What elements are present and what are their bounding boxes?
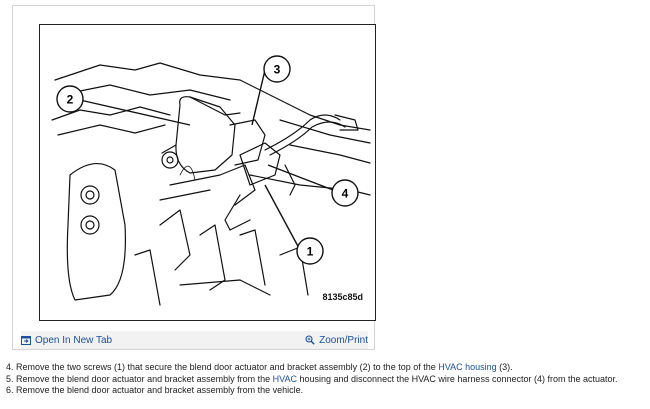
callout-4: 4 (331, 179, 359, 207)
figure-card: 3 2 4 1 8135c85d Open In New Tab (12, 5, 376, 350)
hvac-housing-link[interactable]: HVAC housing (438, 362, 497, 372)
step-4-text-end: (3). (496, 362, 513, 372)
step-6: 6. Remove the blend door actuator and br… (6, 385, 646, 397)
service-illustration: 3 2 4 1 8135c85d (39, 24, 376, 321)
step-4: 4. Remove the two screws (1) that secure… (6, 362, 646, 374)
figure-toolbar: Open In New Tab Zoom/Print (21, 331, 368, 349)
svg-text:2: 2 (67, 93, 74, 107)
open-new-tab-label: Open In New Tab (35, 334, 113, 346)
open-new-tab-link[interactable]: Open In New Tab (21, 335, 112, 346)
step-4-text: 4. Remove the two screws (1) that secure… (6, 362, 439, 372)
callout-3: 3 (263, 55, 291, 83)
open-new-tab-icon (21, 336, 31, 345)
zoom-print-link[interactable]: Zoom/Print (305, 335, 368, 346)
step-6-text: 6. Remove the blend door actuator and br… (6, 385, 304, 396)
step-5: 5. Remove the blend door actuator and br… (6, 374, 646, 386)
svg-text:1: 1 (307, 245, 314, 259)
step-5-text-end: housing and disconnect the HVAC wire har… (297, 373, 618, 384)
callout-1: 1 (296, 237, 324, 265)
hvac-link[interactable]: HVAC (272, 373, 297, 384)
blend-door-actuator-drawing: 3 2 4 1 (51, 55, 371, 306)
svg-text:4: 4 (342, 187, 349, 201)
instructions: 4. Remove the two screws (1) that secure… (6, 362, 646, 397)
svg-text:3: 3 (274, 63, 281, 77)
magnifier-zoom-icon (305, 335, 315, 345)
zoom-print-label: Zoom/Print (319, 334, 368, 346)
step-5-text: 5. Remove the blend door actuator and br… (6, 373, 273, 384)
figure-code: 8135c85d (322, 292, 363, 302)
callout-2: 2 (56, 85, 84, 113)
